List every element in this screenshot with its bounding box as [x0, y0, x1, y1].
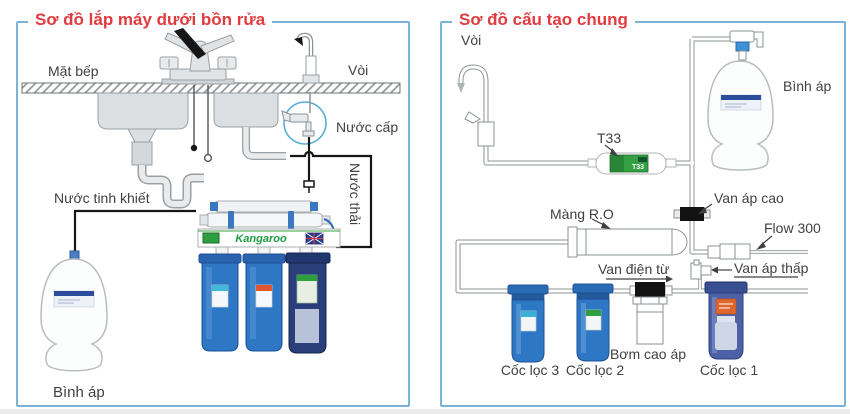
t33-filter-icon: T33 — [587, 152, 677, 175]
high-pressure-valve-icon — [673, 207, 711, 221]
brand-label: Kangaroo — [235, 233, 287, 245]
label-tank-left: Bình áp — [53, 384, 105, 401]
machine-housing-3 — [285, 252, 331, 354]
label-waste-water: Nước thải — [347, 163, 363, 225]
ro-machine-icon: Kangaroo — [197, 200, 341, 354]
filter-housing-3 — [507, 284, 549, 363]
high-pressure-valve-arrow — [698, 203, 713, 214]
panel-general-structure: Sơ đồ cấu tạo chung — [440, 10, 846, 407]
label-filter1: Cốc lọc 1 — [700, 362, 759, 378]
label-pump: Bơm cao áp — [610, 346, 686, 362]
t33-sticker-text: T33 — [632, 164, 644, 171]
ro-faucet-icon — [294, 32, 320, 84]
faucet-supply-lines — [190, 85, 213, 163]
label-filter3: Cốc lọc 3 — [501, 362, 560, 378]
pump-icon — [629, 282, 673, 345]
label-flow-restrictor: Flow 300 — [764, 220, 821, 236]
bottom-strip — [0, 409, 850, 414]
ro-membrane-arrow — [591, 218, 611, 229]
ro-membrane-icon — [567, 226, 688, 258]
label-counter: Mặt bếp — [48, 63, 99, 79]
under-sink-diagram: Mặt bếp — [21, 28, 401, 401]
label-faucet-left: Vòi — [348, 62, 368, 78]
panel-right-title: Sơ đồ cấu tạo chung — [452, 10, 635, 30]
filter-housing-2 — [572, 283, 614, 362]
flow-restrictor-arrow — [756, 235, 773, 250]
australia-flag-icon — [305, 232, 324, 245]
label-feed-water: Nước cấp — [336, 119, 398, 135]
t33-arrow — [604, 144, 619, 157]
low-pressure-valve-icon — [690, 259, 712, 280]
structure-diagram: Vòi T33 T33 — [455, 30, 831, 378]
machine-housing-2 — [242, 253, 286, 352]
feed-line — [303, 137, 315, 193]
solenoid-valve-arrow — [606, 275, 673, 283]
panel-left-title: Sơ đồ lắp máy dưới bồn rửa — [28, 10, 273, 30]
waste-line — [290, 150, 373, 249]
feed-valve-circle — [281, 92, 327, 145]
flow-restrictor-icon — [707, 243, 751, 260]
label-filter2: Cốc lọc 2 — [566, 362, 625, 378]
machine-housing-1 — [198, 253, 242, 352]
label-faucet-right: Vòi — [461, 32, 481, 48]
kitchen-faucet-icon — [159, 28, 237, 85]
label-pure-water: Nước tinh khiết — [54, 190, 150, 206]
label-low-pressure-valve: Van áp thấp — [734, 260, 809, 276]
feed-valve-icon — [281, 110, 315, 137]
pure-water-line — [73, 209, 196, 251]
low-pressure-valve-arrow — [711, 266, 798, 278]
sink-icon — [97, 92, 279, 130]
label-tank-right: Bình áp — [783, 78, 831, 94]
faucet-icon — [457, 64, 495, 147]
tank-valve-icon — [729, 30, 764, 61]
filter-housing-1 — [704, 281, 748, 360]
drain-trap-icon — [127, 127, 286, 209]
label-high-pressure-valve: Van áp cao — [714, 190, 784, 206]
pressure-tank-icon-right — [707, 60, 774, 171]
label-ro-membrane: Màng R.O — [550, 206, 614, 222]
panel-under-sink-install: Sơ đồ lắp máy dưới bồn rửa Mặt bếp — [16, 10, 410, 407]
label-solenoid-valve: Van điện từ — [598, 261, 669, 277]
label-t33: T33 — [597, 130, 621, 146]
pressure-tank-icon — [40, 250, 108, 372]
